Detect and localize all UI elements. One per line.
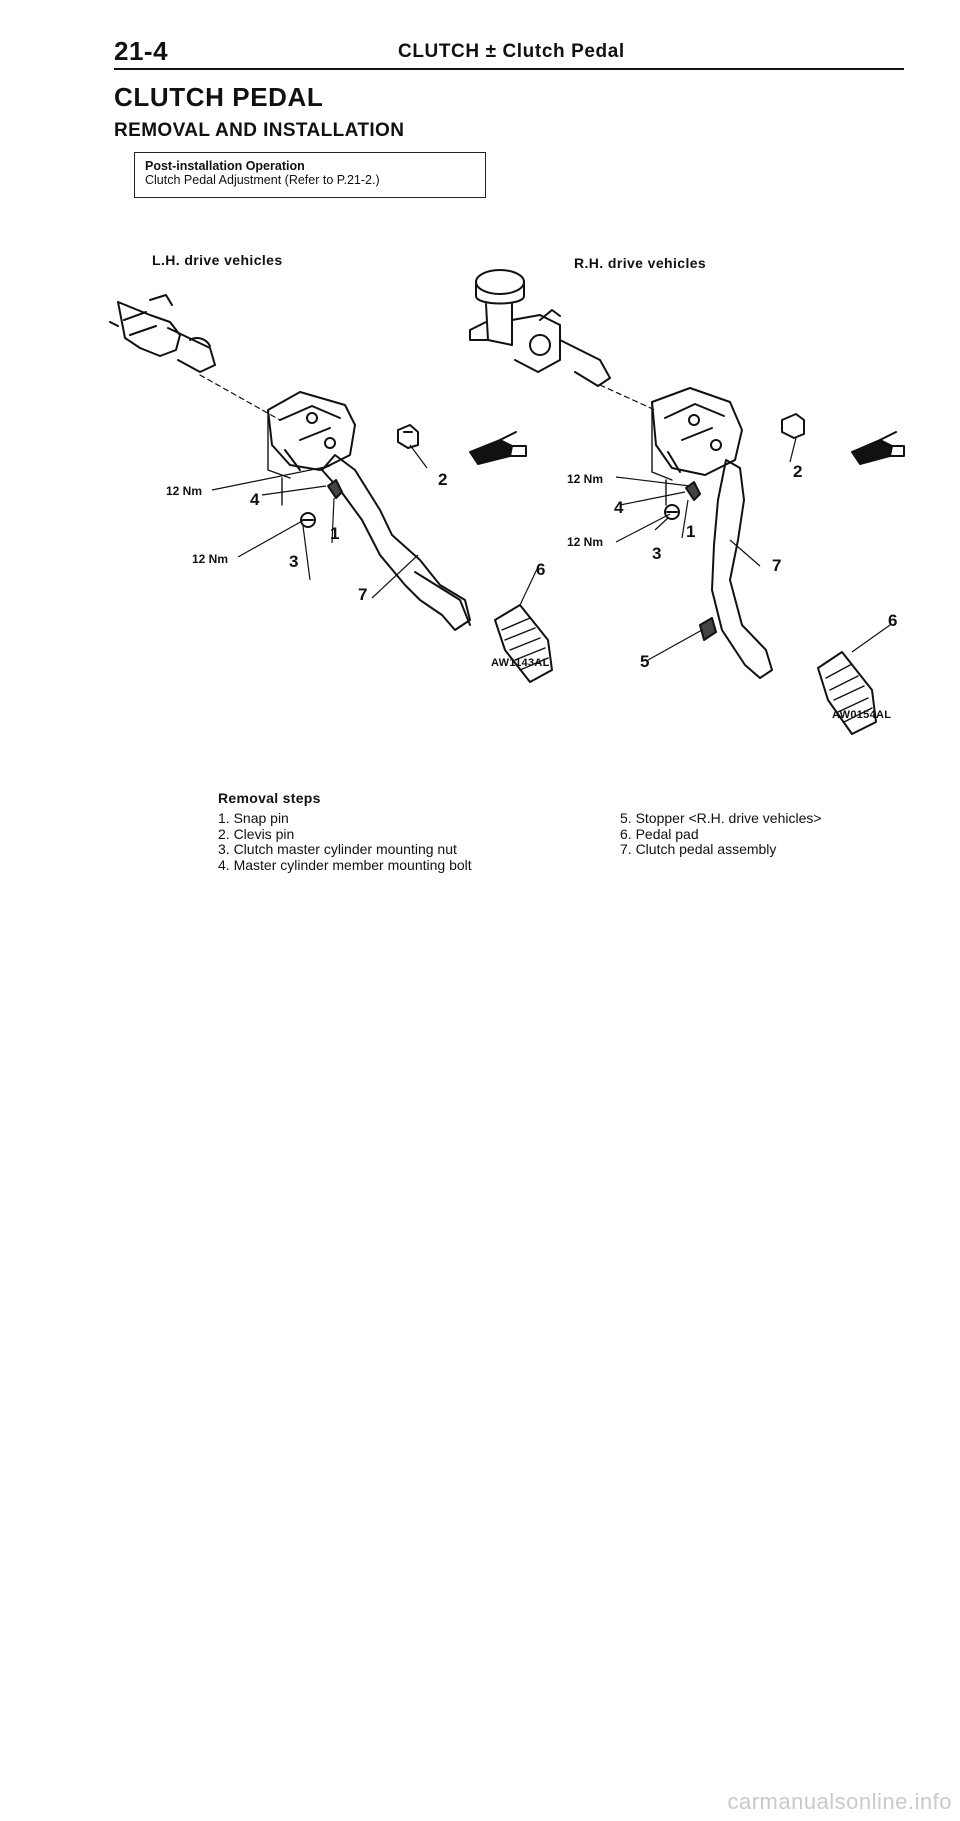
- header-rule: [114, 68, 904, 70]
- post-installation-box: Post-installation Operation Clutch Pedal…: [134, 152, 486, 198]
- lh-callout-1: 1: [330, 524, 340, 543]
- removal-steps-left: 1. Snap pin 2. Clevis pin 3. Clutch mast…: [218, 810, 472, 873]
- post-installation-text: Clutch Pedal Adjustment (Refer to P.21-2…: [145, 173, 380, 187]
- lh-pedal-diagram: [109, 294, 553, 683]
- rh-callout-5: 5: [640, 652, 650, 671]
- rh-pedal-diagram: [469, 269, 905, 735]
- rh-callout-2: 2: [793, 462, 803, 481]
- removal-steps-right: 5. Stopper <R.H. drive vehicles> 6. Peda…: [620, 810, 822, 858]
- rh-figure-label: R.H. drive vehicles: [574, 255, 707, 271]
- removal-step: 1. Snap pin: [218, 810, 289, 826]
- rh-torque-label-2: 12 Nm: [567, 535, 604, 549]
- removal-step: 4. Master cylinder member mounting bolt: [218, 856, 472, 873]
- removal-step: 2. Clevis pin: [218, 825, 295, 842]
- lh-callout-6: 6: [536, 560, 546, 579]
- removal-step: 3. Clutch master cylinder mounting nut: [218, 841, 457, 857]
- rh-callout-7: 7: [772, 556, 782, 575]
- lh-figure-code: AW1143AL: [491, 657, 550, 669]
- removal-step: 6. Pedal pad: [620, 825, 699, 842]
- rh-callout-1: 1: [686, 522, 696, 541]
- removal-step: 7. Clutch pedal assembly: [620, 841, 777, 857]
- lh-torque-label-1: 12 Nm: [166, 484, 203, 498]
- section-title: CLUTCH ± Clutch Pedal: [398, 41, 625, 62]
- page-subtitle: REMOVAL AND INSTALLATION: [114, 120, 405, 141]
- lh-callout-7: 7: [358, 585, 368, 604]
- removal-steps-title: Removal steps: [218, 790, 321, 806]
- lh-callout-4: 4: [250, 490, 260, 509]
- lh-callout-2: 2: [438, 470, 448, 489]
- lh-torque-label-2: 12 Nm: [192, 552, 229, 566]
- rh-callout-3: 3: [652, 544, 662, 563]
- lh-callout-3: 3: [289, 552, 299, 571]
- rh-torque-label-1: 12 Nm: [567, 472, 604, 486]
- rh-figure-code: AW0154AL: [832, 709, 892, 721]
- lh-figure-label: L.H. drive vehicles: [152, 252, 283, 268]
- removal-step: 5. Stopper <R.H. drive vehicles>: [620, 810, 822, 826]
- rh-callout-6: 6: [888, 611, 898, 630]
- rh-callout-4: 4: [614, 498, 624, 517]
- footer-watermark: carmanualsonline.info: [727, 1789, 952, 1814]
- page-number: 21-4: [114, 36, 169, 66]
- post-installation-title: Post-installation Operation: [145, 159, 305, 173]
- page-title: CLUTCH PEDAL: [114, 82, 324, 112]
